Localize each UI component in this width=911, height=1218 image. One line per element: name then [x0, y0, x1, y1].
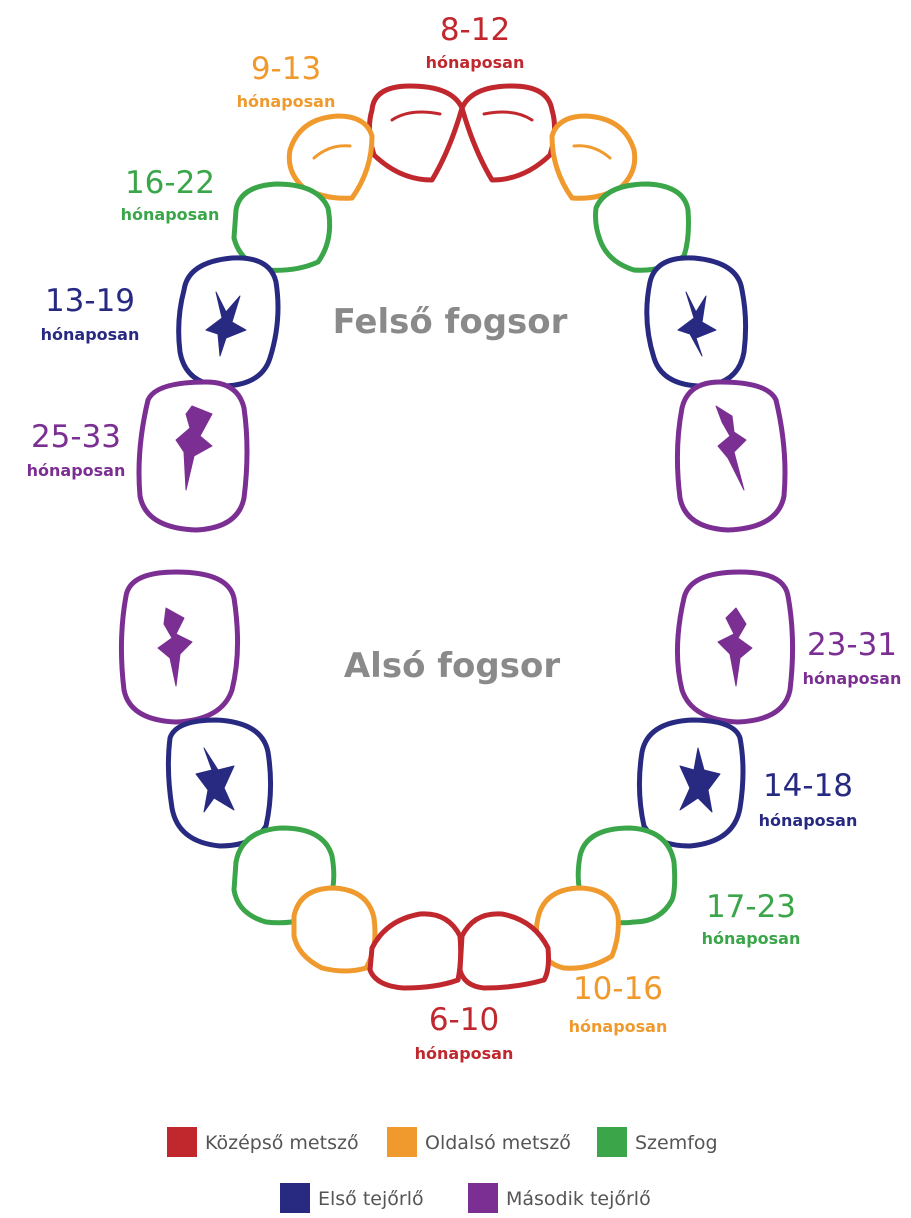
upper-second-molar-range-label: 25-33 [31, 419, 121, 455]
legend-label-masodik_tejorlo: Második tejőrlő [506, 1188, 651, 1210]
legend: Középső metsző Oldalsó metsző SzemfogElső … [167, 1127, 718, 1213]
upper-central-incisor-right [462, 86, 555, 180]
upper-first-molar-unit-label: hónaposan [41, 325, 140, 344]
lower-central-incisor-left [370, 914, 461, 988]
upper-canine-range-label: 16-22 [125, 165, 215, 201]
legend-label-kozepso_metszo: Középső metsző [205, 1132, 359, 1154]
lower-first-molar-range-label: 14-18 [763, 768, 853, 804]
legend-swatch-masodik_tejorlo [468, 1183, 498, 1213]
upper-lateral-unit-label: hónaposan [237, 92, 336, 111]
lower-canine-unit-label: hónaposan [702, 929, 801, 948]
upper-first-molar-range-label: 13-19 [45, 283, 135, 319]
upper-second-molar-unit-label: hónaposan [27, 461, 126, 480]
lower-lateral-incisor-left [294, 888, 375, 971]
legend-swatch-kozepso_metszo [167, 1127, 197, 1157]
legend-label-szemfog: Szemfog [635, 1132, 718, 1154]
legend-swatch-szemfog [597, 1127, 627, 1157]
lower-lateral-range-label: 10-16 [573, 971, 663, 1007]
upper-lateral-range-label: 9-13 [251, 51, 321, 87]
upper-canine-unit-label: hónaposan [121, 205, 220, 224]
legend-swatch-elso_tejorlo [280, 1183, 310, 1213]
eruption-labels: 8-12 hónaposan 9-13 hónaposan 16-22 hónaposan… [27, 12, 902, 1063]
upper-arch-title: Felső fogsor [333, 302, 568, 342]
lower-first-molar-unit-label: hónaposan [759, 811, 858, 830]
upper-central-incisor-left [369, 86, 462, 180]
lower-second-molar-unit-label: hónaposan [803, 669, 902, 688]
lower-canine-range-label: 17-23 [706, 889, 796, 925]
lower-second-molar-range-label: 23-31 [807, 627, 897, 663]
legend-label-oldalso_metszo: Oldalsó metsző [425, 1132, 571, 1154]
upper-central-unit-label: hónaposan [426, 53, 525, 72]
lower-central-unit-label: hónaposan [415, 1044, 514, 1063]
lower-arch-title: Alsó fogsor [344, 646, 560, 686]
teeth-group [121, 86, 792, 988]
legend-label-elso_tejorlo: Első tejőrlő [318, 1188, 424, 1210]
lower-central-range-label: 6-10 [429, 1002, 499, 1038]
lower-lateral-unit-label: hónaposan [569, 1017, 668, 1036]
upper-central-range-label: 8-12 [440, 12, 510, 48]
legend-swatch-oldalso_metszo [387, 1127, 417, 1157]
